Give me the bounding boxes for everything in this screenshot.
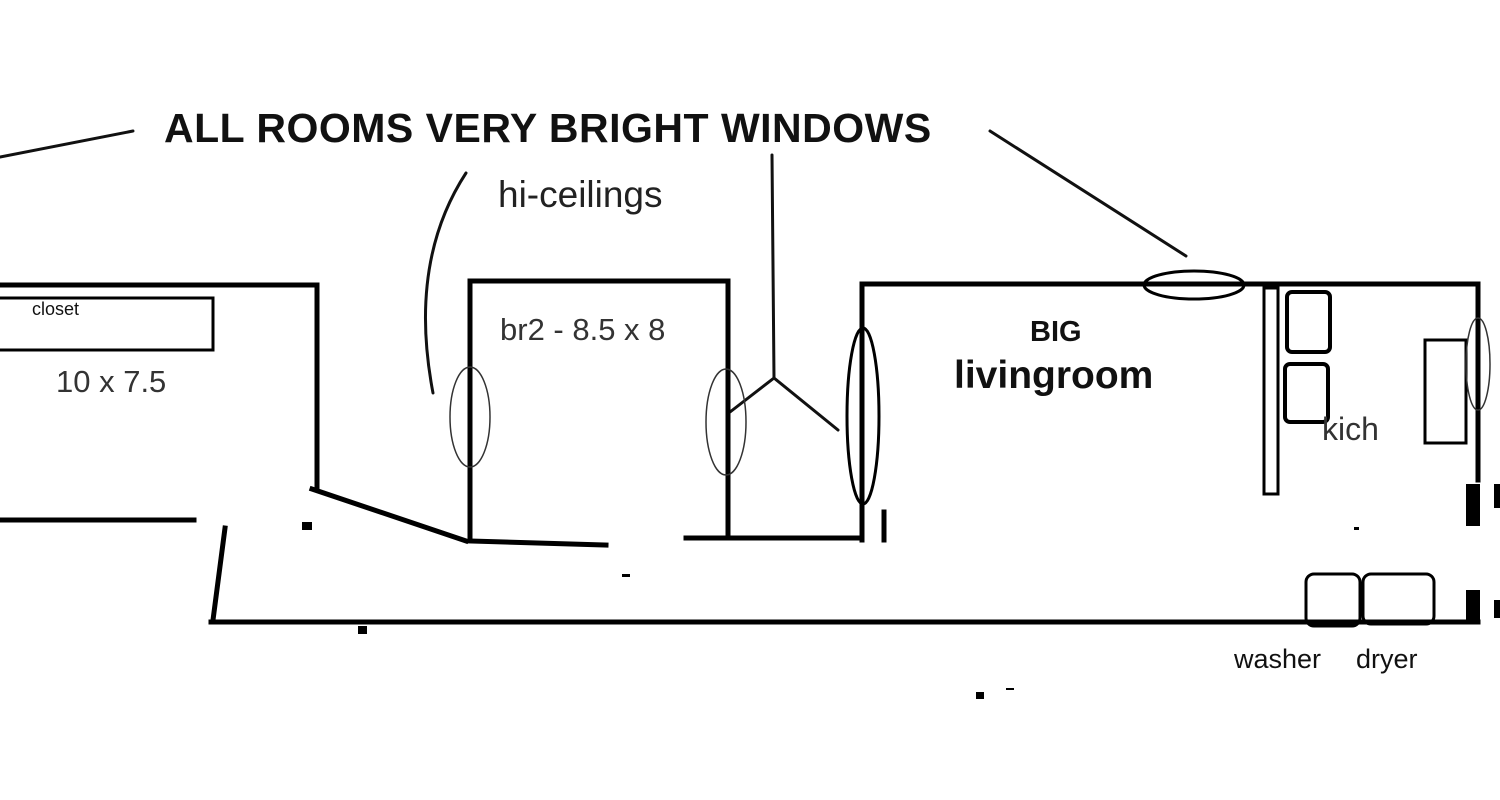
speck (358, 626, 367, 634)
wall-bedroom2-bottom-left (467, 538, 609, 548)
livingroom-label: livingroom (954, 354, 1154, 397)
wall-corridor-left (210, 525, 228, 623)
speck (976, 692, 984, 699)
kitchen-counter-strip (1262, 286, 1280, 496)
window-bedroom2-left (449, 366, 491, 468)
bedroom2-label: br2 - 8.5 x 8 (500, 312, 666, 347)
window-bedroom2-right (705, 368, 747, 476)
wall-corridor-diagonal (308, 485, 470, 545)
washer-label: washer (1234, 644, 1322, 674)
dryer-label: dryer (1356, 644, 1418, 674)
wall-livingroom (859, 281, 1481, 543)
kitchen-fixtures (1262, 286, 1468, 628)
wall-block-edge-lower (1494, 600, 1500, 618)
dryer-box (1361, 572, 1436, 626)
livingroom-prefix-label: BIG (1030, 316, 1082, 348)
sink (1423, 338, 1468, 445)
bedroom1-size-label: 10 x 7.5 (56, 364, 167, 399)
callout-line-fork-right (772, 376, 840, 432)
walls (0, 278, 1481, 625)
stove-burner-bottom (1283, 362, 1330, 424)
stove-burner-top (1285, 290, 1332, 354)
closet-box (0, 296, 215, 352)
wall-block-lower (1466, 590, 1480, 622)
wall-block-upper (1466, 484, 1480, 526)
wall-bedroom2 (467, 278, 731, 543)
wall-bedroom1 (0, 282, 320, 490)
window-livingroom-top (1142, 269, 1246, 301)
hi-ceilings-label: hi-ceilings (498, 174, 663, 215)
wall-blocks (302, 484, 1500, 699)
kitchen-label: kich (1322, 411, 1379, 447)
speck (622, 574, 630, 577)
washer-box (1304, 572, 1362, 628)
callout-lines (0, 129, 1188, 432)
callout-line-center (770, 153, 776, 380)
speck (1006, 688, 1014, 690)
closet-label: closet (32, 299, 80, 319)
speck (1354, 527, 1359, 530)
callout-line-right (988, 129, 1188, 258)
callout-line-left (0, 129, 135, 159)
windows (449, 269, 1491, 506)
speck (302, 522, 312, 530)
window-livingroom-left (845, 326, 881, 506)
wall-block-edge (1494, 484, 1500, 508)
window-kitchen (1465, 317, 1491, 411)
callout-line-fork-left (728, 376, 776, 414)
headline: ALL ROOMS VERY BRIGHT WINDOWS (164, 105, 932, 151)
hi-ceilings-curve (423, 171, 468, 395)
